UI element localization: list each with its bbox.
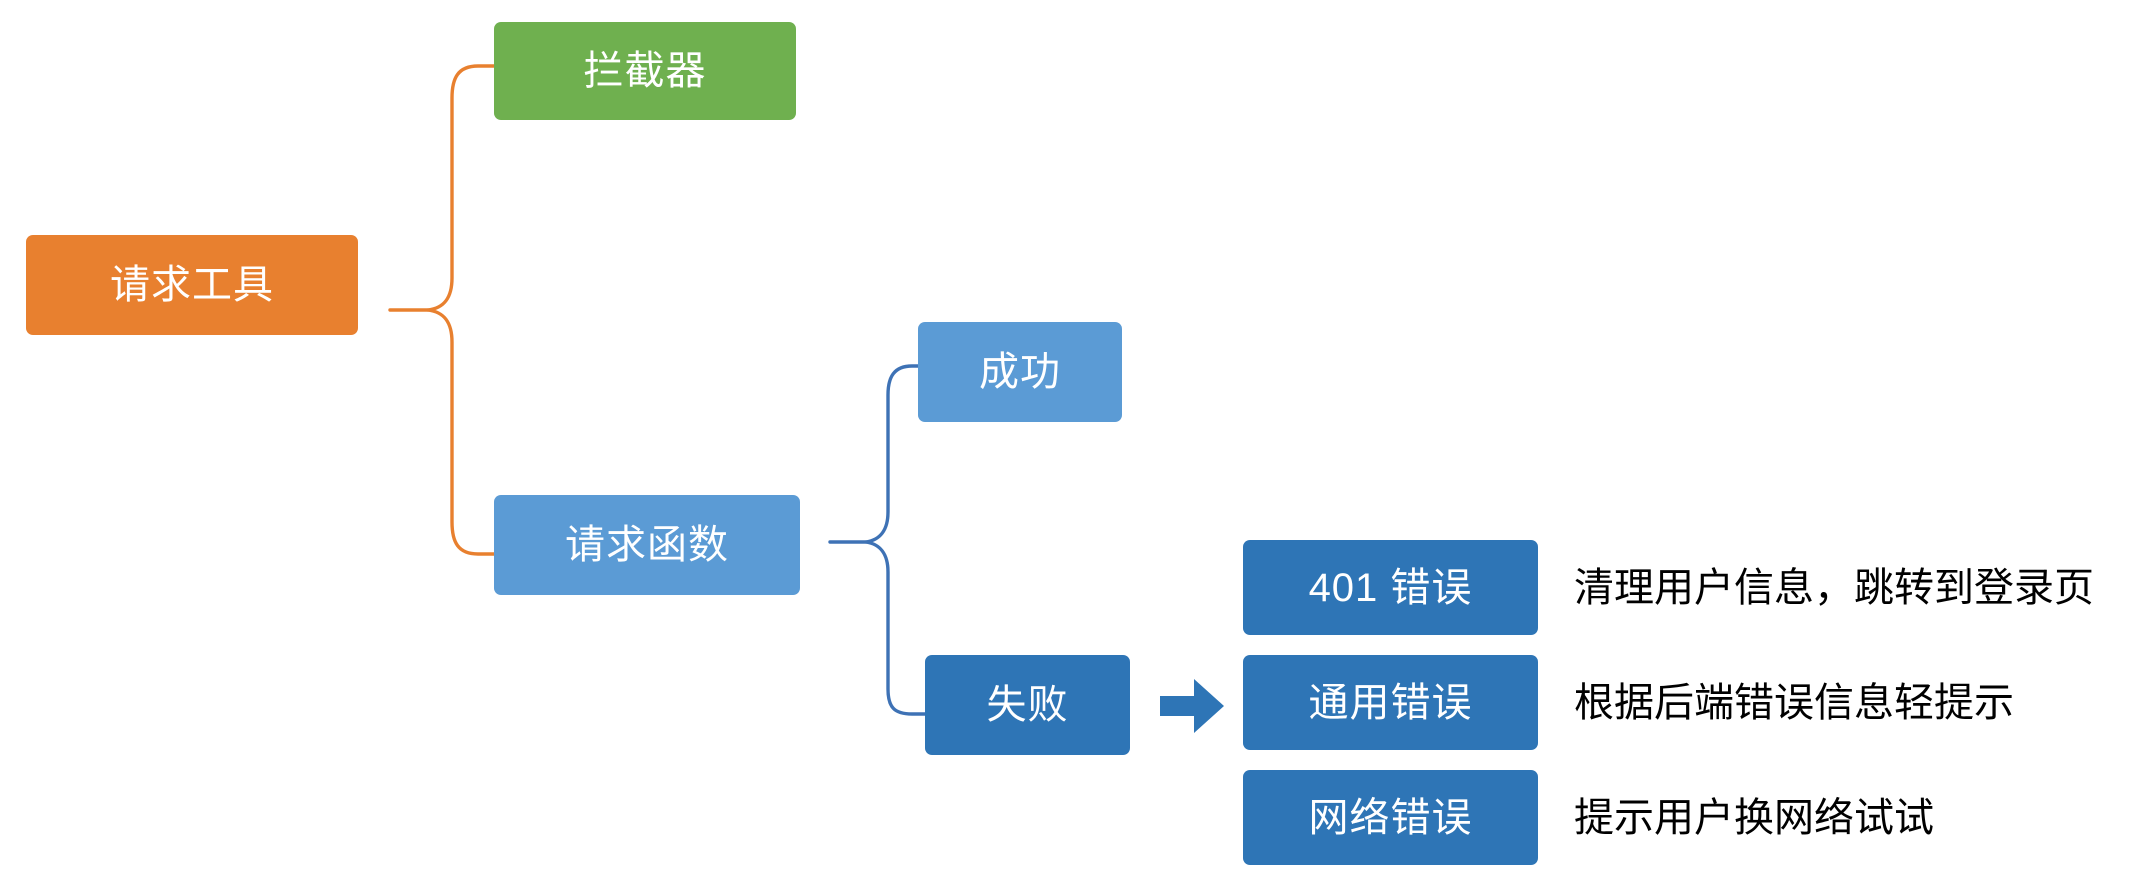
node-error-common[interactable]: 通用错误 [1243, 655, 1538, 750]
node-error-common-label: 通用错误 [1308, 680, 1473, 725]
node-request-function[interactable]: 请求函数 [494, 495, 800, 595]
note-error-network-text: 提示用户换网络试试 [1574, 795, 1934, 840]
node-error-401-label: 401 错误 [1308, 565, 1473, 610]
node-failure-label: 失败 [986, 683, 1069, 727]
node-interceptor-label: 拦截器 [583, 49, 707, 93]
node-error-network-label: 网络错误 [1308, 795, 1473, 840]
node-success-label: 成功 [979, 350, 1061, 394]
note-error-common: 根据后端错误信息轻提示 [1574, 655, 2134, 750]
node-error-network[interactable]: 网络错误 [1243, 770, 1538, 865]
node-interceptor[interactable]: 拦截器 [494, 22, 796, 120]
node-failure[interactable]: 失败 [925, 655, 1130, 755]
node-success[interactable]: 成功 [918, 322, 1122, 422]
node-request-tool[interactable]: 请求工具 [26, 235, 358, 335]
note-error-common-text: 根据后端错误信息轻提示 [1574, 680, 2014, 725]
right-block-arrow-icon [1160, 679, 1224, 733]
note-error-network: 提示用户换网络试试 [1574, 770, 2134, 865]
note-error-401: 清理用户信息，跳转到登录页 [1574, 540, 2134, 635]
note-error-401-text: 清理用户信息，跳转到登录页 [1574, 565, 2094, 610]
node-request-function-label: 请求函数 [565, 523, 729, 567]
node-request-tool-label: 请求工具 [110, 263, 274, 307]
node-error-401[interactable]: 401 错误 [1243, 540, 1538, 635]
curly-brace-orange-icon [388, 64, 496, 556]
